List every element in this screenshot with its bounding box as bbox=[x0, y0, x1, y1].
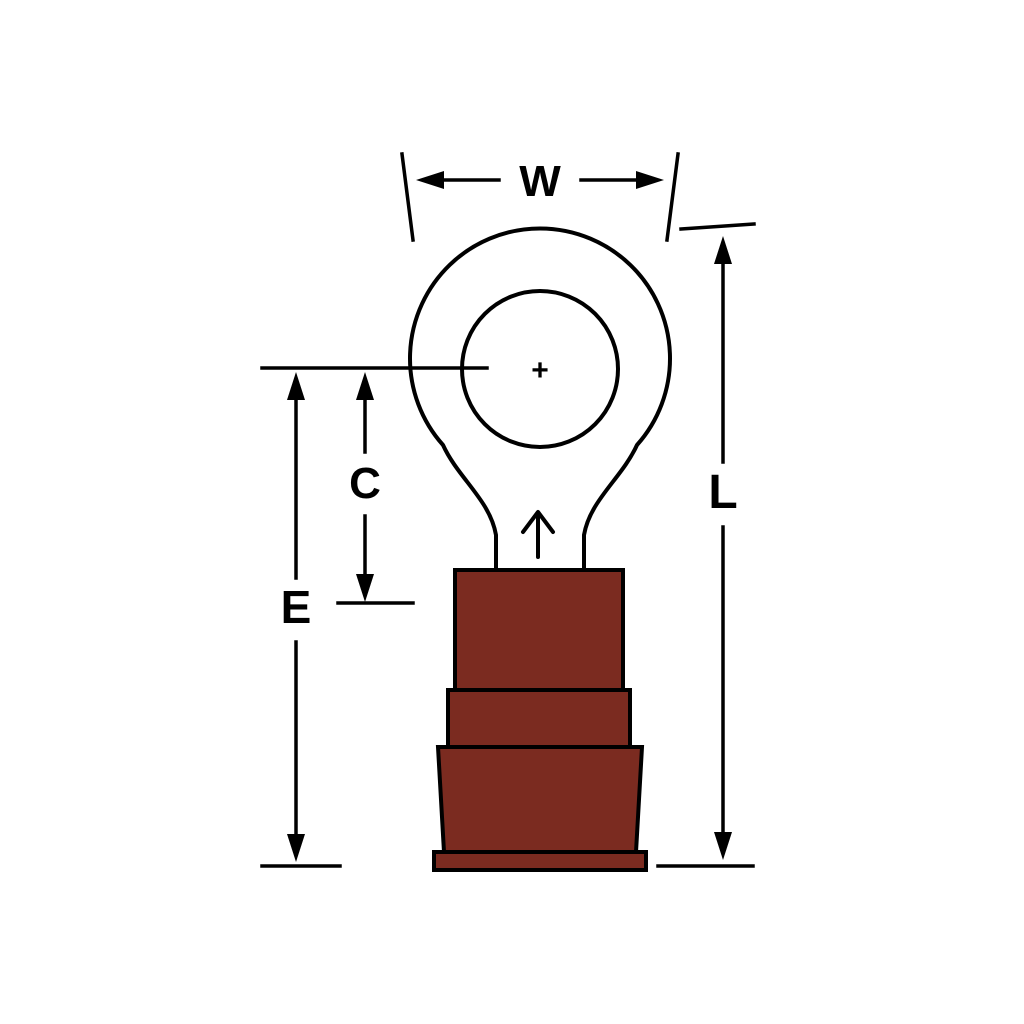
dimension-w: W bbox=[400, 152, 680, 242]
dimension-c: C bbox=[336, 372, 415, 605]
w-extension-line-right bbox=[665, 152, 680, 242]
w-dim-label: W bbox=[519, 157, 561, 206]
e-arrowhead-bottom bbox=[287, 834, 305, 862]
l-dim-label: L bbox=[708, 466, 737, 519]
dimension-l: L bbox=[656, 222, 756, 868]
barrel-lower-sleeve bbox=[435, 745, 645, 854]
w-extension-line-left bbox=[400, 152, 415, 242]
l-arrowhead-bottom bbox=[714, 832, 732, 860]
barrel-middle-band bbox=[446, 688, 632, 749]
hole-center-mark: + bbox=[531, 354, 549, 387]
insulation-barrel bbox=[432, 568, 648, 872]
orientation-arrow-icon bbox=[521, 510, 555, 559]
c-arrowhead-top bbox=[356, 372, 374, 400]
terminal-body: + bbox=[408, 226, 672, 574]
l-extension-line-top bbox=[679, 222, 756, 231]
c-dim-label: C bbox=[349, 459, 381, 508]
w-arrowhead-right bbox=[636, 171, 664, 189]
c-arrowhead-bottom bbox=[356, 574, 374, 602]
w-arrowhead-left bbox=[416, 171, 444, 189]
e-arrowhead-top bbox=[287, 372, 305, 400]
e-dim-label: E bbox=[281, 581, 312, 633]
dimension-e: E bbox=[260, 372, 342, 868]
barrel-base-flange bbox=[432, 850, 648, 872]
l-arrowhead-top bbox=[714, 236, 732, 264]
barrel-upper-sleeve bbox=[453, 568, 625, 692]
